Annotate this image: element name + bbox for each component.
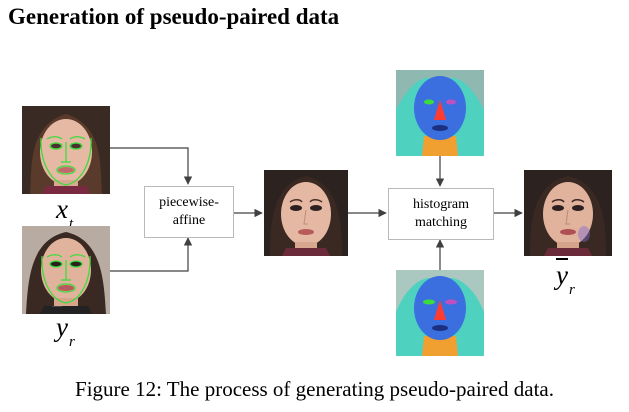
target-segmentation-map xyxy=(396,70,484,156)
node-line-1: piecewise- xyxy=(159,195,219,210)
svg-text:·····: ····· xyxy=(52,304,62,310)
figure-caption: Figure 12: The process of generating pse… xyxy=(75,377,554,401)
piecewise-affine-node: piecewise- affine xyxy=(144,186,234,238)
histogram-matching-node: histogram matching xyxy=(388,188,494,240)
reference-segmentation-map xyxy=(396,270,484,356)
arrow-yr-to-piecewise xyxy=(110,237,193,272)
label-x-t: xt xyxy=(56,194,74,233)
output-face-photo xyxy=(524,170,612,256)
target-face-photo xyxy=(22,106,110,194)
warped-face-photo xyxy=(264,170,348,256)
node-line-1: histogram xyxy=(413,197,469,212)
section-title: Generation of pseudo-paired data xyxy=(8,4,340,29)
node-line-2: affine xyxy=(172,213,206,228)
label-y-r: yr xyxy=(56,312,75,351)
landmark-overlay xyxy=(40,136,92,186)
label-y-bar-r: yr xyxy=(556,260,575,299)
reference-face-photo: ····· xyxy=(22,226,110,314)
arrow-xt-to-piecewise xyxy=(110,147,193,185)
landmark-overlay xyxy=(41,254,91,304)
node-line-2: matching xyxy=(414,215,468,230)
